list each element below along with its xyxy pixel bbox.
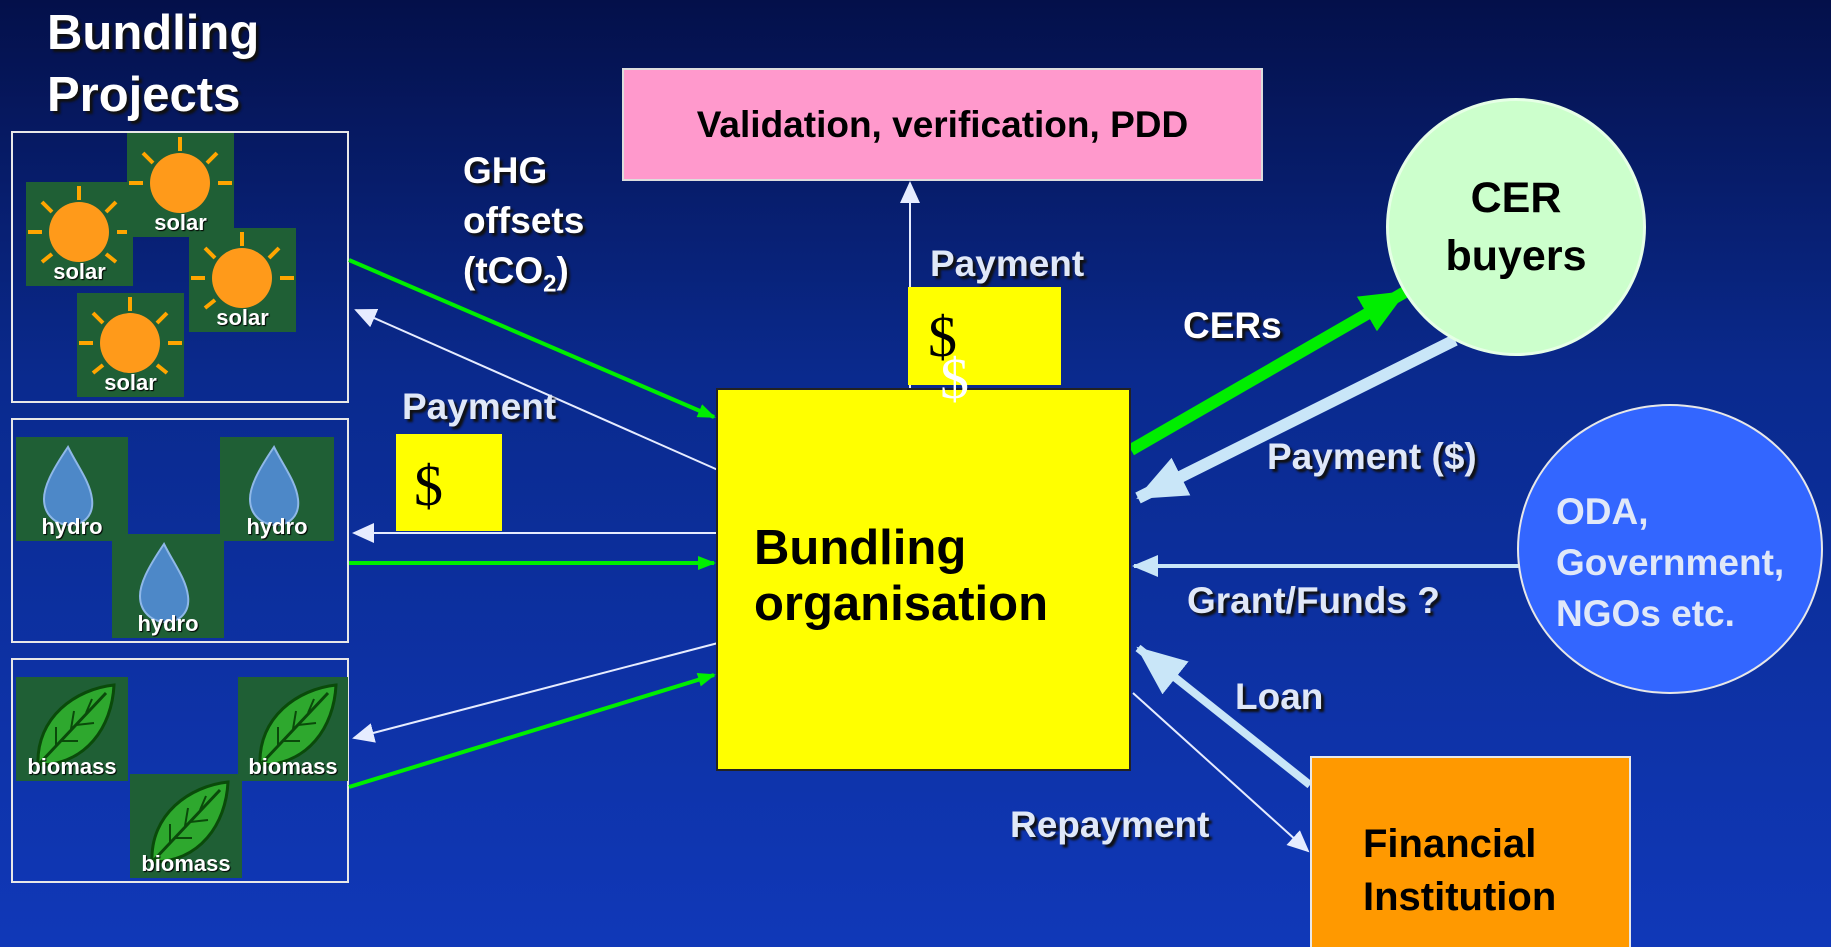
solar-tile: solar — [127, 133, 234, 237]
sun-icon — [129, 137, 232, 213]
solar-payment-arrow — [354, 308, 719, 471]
hydro-projects-panel: hydro hydro hydro — [11, 418, 349, 643]
solar-label: solar — [216, 305, 269, 330]
water-drop-icon — [42, 445, 94, 527]
financial-text: Financial Institution — [1363, 818, 1556, 924]
hydro-tile: hydro — [220, 437, 334, 541]
buyer-payment-arrow — [1135, 334, 1458, 504]
oda-line-3: NGOs etc. — [1556, 593, 1735, 634]
biomass-label: biomass — [27, 754, 117, 779]
ghg-line-3-post: ) — [556, 250, 569, 291]
payment-dollar-box-left: $ — [396, 434, 502, 531]
oda-circle: ODA, Government, NGOs etc. — [1517, 404, 1823, 694]
payment-dollar-box-top: $ — [908, 287, 1061, 385]
payment-dollar-label: Payment ($) — [1267, 436, 1477, 477]
biomass-projects-panel: biomass biomass biomass — [11, 658, 349, 883]
biomass-label: biomass — [248, 754, 338, 779]
biomass-tile: biomass — [130, 774, 242, 878]
sun-icon — [79, 297, 182, 375]
validation-label: Validation, verification, PDD — [696, 103, 1189, 145]
title-line-1: Bundling — [47, 6, 260, 60]
cers-arrow — [1128, 286, 1408, 456]
dollar-icon-overlap: $ — [940, 346, 969, 411]
leaf-icon — [150, 780, 230, 864]
cer-buyers-circle: CER buyers — [1386, 98, 1646, 356]
oda-line-1: ODA, — [1556, 491, 1649, 532]
solar-tile: solar — [77, 293, 184, 397]
hydro-label: hydro — [41, 514, 103, 539]
dollar-icon: $ — [928, 304, 957, 369]
payment-top-label: Payment — [930, 243, 1085, 284]
biomass-label: biomass — [141, 851, 231, 876]
cers-label: CERs — [1183, 305, 1282, 346]
solar-offsets-arrow — [348, 258, 716, 419]
loan-label: Loan — [1235, 676, 1324, 717]
page-title: Bundling Projects — [47, 2, 259, 126]
biomass-tile: biomass — [238, 677, 348, 781]
biomass-offsets-arrow — [348, 673, 716, 789]
biomass-tile: biomass — [16, 677, 128, 781]
solar-tile: solar — [26, 182, 133, 286]
hydro-label: hydro — [246, 514, 308, 539]
solar-projects-panel: solar solar solar solar — [11, 131, 349, 403]
ghg-offsets-label: GHG offsets (tCO2) — [463, 146, 584, 309]
ghg-line-3-pre: (tCO — [463, 250, 544, 291]
ghg-line-3: (tCO2) — [463, 246, 584, 309]
financial-institution-box: Financial Institution — [1310, 756, 1631, 947]
hydro-tile: hydro — [112, 534, 224, 638]
sun-icon — [191, 232, 294, 310]
solar-label: solar — [154, 210, 207, 235]
solar-label: solar — [104, 370, 157, 395]
solar-tile: solar — [189, 228, 296, 332]
sun-icon — [28, 186, 131, 264]
solar-label: solar — [53, 259, 106, 284]
payment-left-label: Payment — [402, 386, 557, 427]
repayment-arrow — [1132, 692, 1310, 853]
financial-line-1: Financial — [1363, 822, 1537, 866]
center-title: Bundling organisation — [754, 520, 1048, 632]
ghg-line-2: offsets — [463, 200, 585, 241]
oda-text: ODA, Government, NGOs etc. — [1556, 486, 1784, 639]
cer-buyers-line-2: buyers — [1445, 232, 1587, 280]
center-line-1: Bundling — [754, 521, 967, 575]
leaf-icon — [258, 683, 338, 767]
loan-arrow — [1135, 644, 1313, 789]
grant-label: Grant/Funds ? — [1187, 580, 1440, 621]
ghg-line-1: GHG — [463, 150, 548, 191]
repayment-label: Repayment — [1010, 804, 1210, 845]
water-drop-icon — [248, 445, 300, 527]
title-line-2: Projects — [47, 68, 241, 122]
ghg-subscript: 2 — [543, 270, 557, 298]
leaf-icon — [36, 683, 116, 767]
dollar-icon: $ — [414, 453, 443, 518]
biomass-payment-arrow — [352, 642, 719, 743]
financial-line-2: Institution — [1363, 875, 1557, 919]
oda-line-2: Government, — [1556, 542, 1785, 583]
cer-buyers-line-1: CER — [1470, 174, 1562, 222]
hydro-tile: hydro — [16, 437, 128, 541]
water-drop-icon — [138, 542, 190, 624]
bundling-organisation-box: Bundling organisation — [716, 388, 1131, 771]
center-line-2: organisation — [754, 577, 1049, 631]
hydro-label: hydro — [137, 611, 199, 636]
validation-box: Validation, verification, PDD — [622, 68, 1263, 181]
